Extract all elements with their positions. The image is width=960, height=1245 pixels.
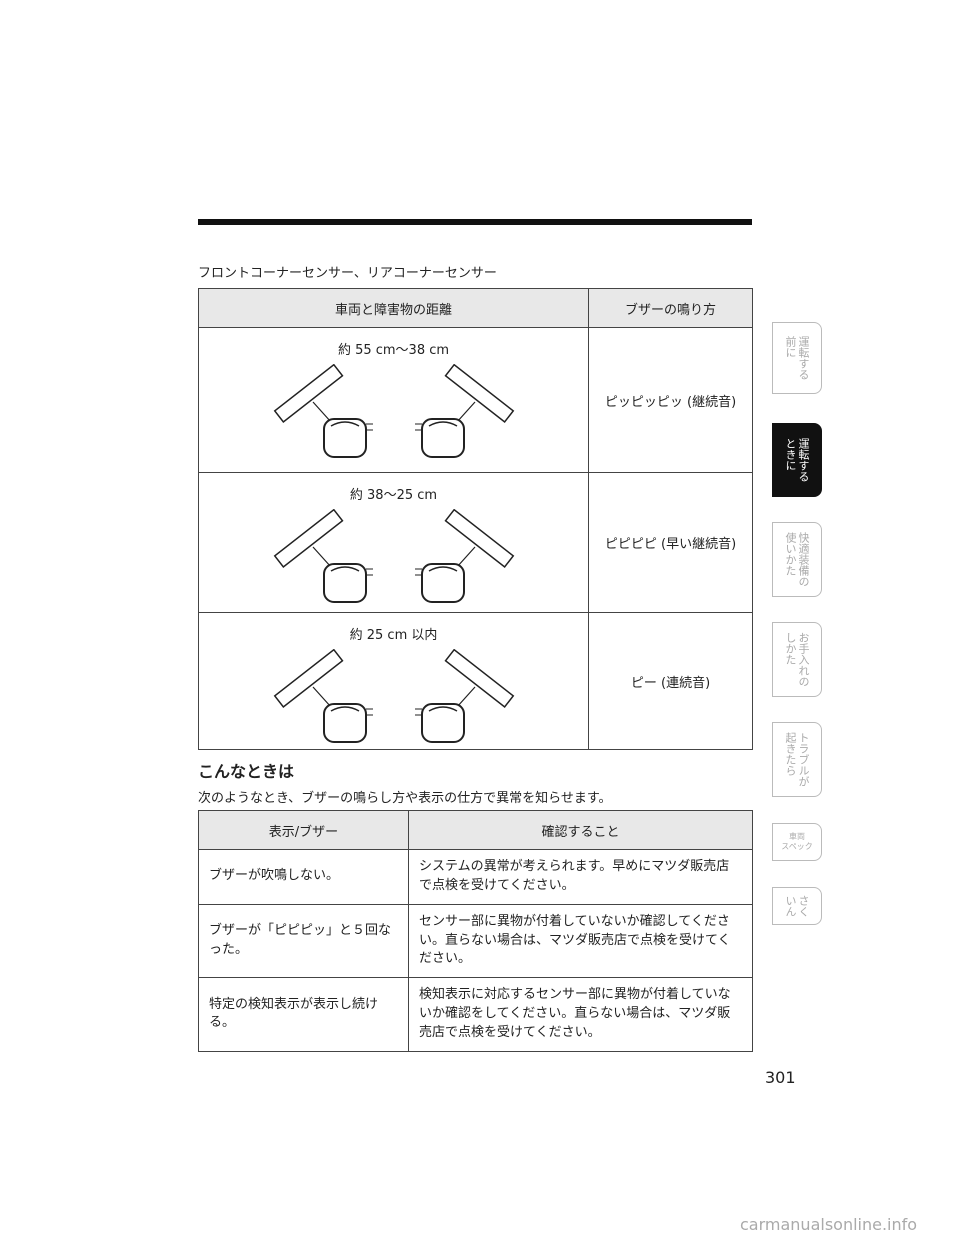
car-right <box>414 703 465 743</box>
header-distance: 車両と障害物の距離 <box>198 288 589 328</box>
obstacle-left <box>273 364 344 423</box>
car-right <box>414 418 465 458</box>
check-cell: システムの異常が考えられます。早めにマツダ販売店で点検を受けてください。 <box>408 849 753 905</box>
distance-arrow <box>456 546 475 568</box>
display-cell: ブザーが「ピピピッ」と５回なった。 <box>198 903 409 979</box>
obstacle-right <box>443 509 514 568</box>
obstacle-right <box>443 649 514 708</box>
distance-arrow <box>312 401 331 423</box>
header-rule <box>198 219 752 225</box>
tab-maintenance[interactable]: お手入れの しかた <box>772 622 822 697</box>
tab-troubleshooting[interactable]: トラブルが 起きたら <box>772 722 822 797</box>
table-caption: フロントコーナーセンサー、リアコーナーセンサー <box>198 266 497 281</box>
buzzer-text: ピッピッピッ (継続音) <box>588 327 753 473</box>
obstacle-right <box>443 364 514 423</box>
troubleshoot-table: 表示/ブザー 確認すること ブザーが吹鳴しない。 システムの異常が考えられます。… <box>198 810 753 1052</box>
car-right <box>414 563 465 603</box>
obstacle-left <box>273 649 344 708</box>
table-row: ブザーが「ピピピッ」と５回なった。 センサー部に異物が付着していないか確認してく… <box>198 903 753 979</box>
buzzer-text: ピピピピ (早い継続音) <box>588 472 753 613</box>
car-diagram <box>273 649 514 743</box>
distance-arrow <box>456 686 475 708</box>
table-row: 約 25 cm 以内 <box>198 612 589 750</box>
section-description: 次のようなとき、ブザーの鳴らし方や表示の仕方で異常を知らせます。 <box>198 791 612 806</box>
display-cell: ブザーが吹鳴しない。 <box>198 849 409 905</box>
watermark: carmanualsonline.info <box>740 1215 918 1234</box>
distance-label: 約 38〜25 cm <box>349 488 438 503</box>
distance-label: 約 55 cm〜38 cm <box>337 343 450 358</box>
obstacle-left <box>273 509 344 568</box>
display-cell: 特定の検知表示が表示し続ける。 <box>198 977 409 1052</box>
check-cell: 検知表示に対応するセンサー部に異物が付着していないか確認をしてください。直らない… <box>408 977 753 1052</box>
distance-arrow <box>312 686 331 708</box>
tab-comfort-features[interactable]: 快適装備の 使いかた <box>772 522 822 597</box>
table-row: ブザーが吹鳴しない。 システムの異常が考えられます。早めにマツダ販売店で点検を受… <box>198 849 753 905</box>
car-diagram <box>273 364 514 458</box>
table-row: 特定の検知表示が表示し続ける。 検知表示に対応するセンサー部に異物が付着していな… <box>198 977 753 1052</box>
tab-while-driving[interactable]: 運転する ときに <box>772 423 822 497</box>
car-left <box>322 418 373 458</box>
tab-index[interactable]: さく いん <box>772 887 822 925</box>
buzzer-text: ピー (連続音) <box>588 612 753 750</box>
check-cell: センサー部に異物が付着していないか確認してください。直らない場合は、マツダ販売店… <box>408 903 753 979</box>
table-row: 約 38〜25 cm <box>198 472 589 613</box>
header-display: 表示/ブザー <box>198 810 409 850</box>
tab-specifications[interactable]: 車両 スペック <box>772 823 822 861</box>
distance-arrow <box>456 401 475 423</box>
section-title: こんなときは <box>198 762 295 781</box>
car-left <box>322 703 373 743</box>
distance-arrow <box>312 546 331 568</box>
car-diagram <box>273 509 514 603</box>
page-number: 301 <box>765 1068 796 1087</box>
distance-label: 約 25 cm 以内 <box>349 628 438 643</box>
distance-table: 車両と障害物の距離 ブザーの鳴り方 約 55 cm〜38 cm ピッピッピッ (… <box>198 288 753 750</box>
header-buzzer: ブザーの鳴り方 <box>588 288 753 328</box>
table-row: 約 55 cm〜38 cm <box>198 327 589 473</box>
car-left <box>322 563 373 603</box>
tab-before-driving[interactable]: 運転する 前に <box>772 322 822 394</box>
header-check: 確認すること <box>408 810 753 850</box>
